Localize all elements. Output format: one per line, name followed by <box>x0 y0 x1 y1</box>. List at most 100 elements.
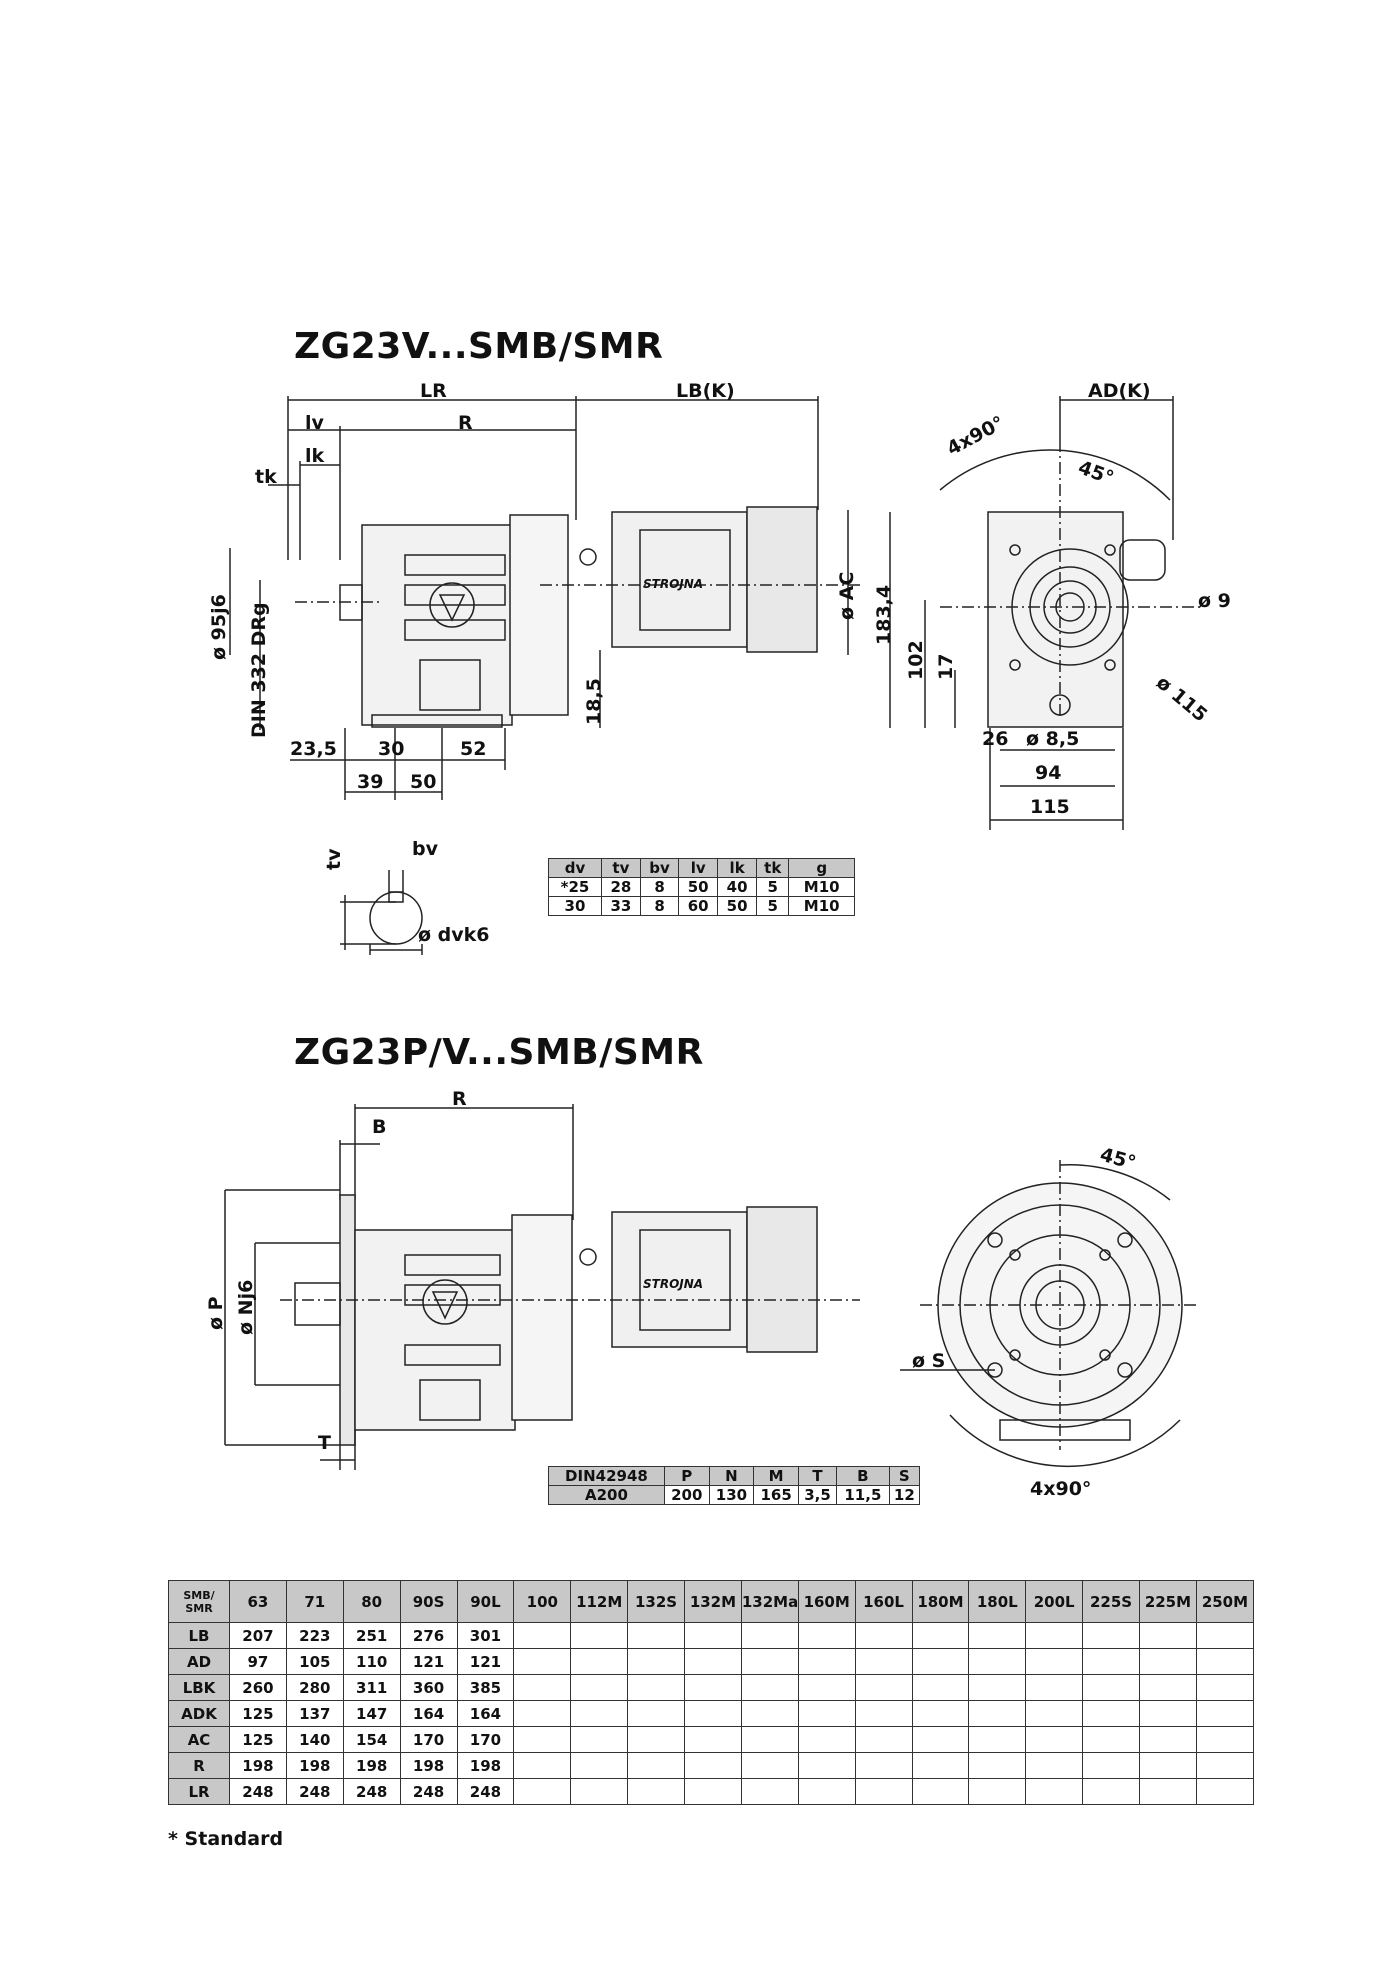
motor-cell: 121 <box>456 1648 515 1675</box>
motor-cell <box>1082 1778 1140 1805</box>
motor-cell <box>1025 1700 1084 1727</box>
motor-cell: 125 <box>229 1700 287 1727</box>
motor-cell <box>1195 1622 1255 1649</box>
dim-P: ø P <box>205 1296 227 1330</box>
cell: 130 <box>708 1485 755 1505</box>
motor-cell <box>911 1674 970 1701</box>
motor-size-header: 132S <box>627 1580 685 1623</box>
motor-row-label: AD <box>168 1648 230 1675</box>
motor-cell: 154 <box>342 1726 401 1753</box>
motor-cell <box>684 1622 742 1649</box>
motor-cell <box>627 1648 685 1675</box>
motor-size-header: 225S <box>1082 1580 1140 1623</box>
brand-label-2: STROJNA <box>643 1277 704 1291</box>
motor-cell <box>570 1752 629 1779</box>
motor-cell <box>513 1752 572 1779</box>
motor-cell <box>854 1674 913 1701</box>
motor-cell: 207 <box>229 1622 287 1649</box>
dim-4x90b: 4x90° <box>1030 1478 1092 1500</box>
cell: 50 <box>678 877 719 897</box>
motor-cell <box>968 1674 1027 1701</box>
motor-cell <box>797 1648 856 1675</box>
motor-cell <box>911 1726 970 1753</box>
cell: 5 <box>756 877 790 897</box>
motor-cell <box>797 1700 856 1727</box>
motor-cell <box>684 1700 742 1727</box>
motor-cell: 260 <box>229 1674 287 1701</box>
dim-S: ø S <box>912 1350 946 1372</box>
motor-cell <box>911 1648 970 1675</box>
motor-cell <box>1195 1674 1255 1701</box>
dim-30: 30 <box>378 738 405 760</box>
shaft-row: 30 33 8 60 50 5 M10 <box>548 896 855 916</box>
dim-d9: ø 9 <box>1198 590 1231 612</box>
motor-cell: 198 <box>399 1752 458 1779</box>
motor-cell <box>1025 1622 1084 1649</box>
motor-size-header: 90L <box>456 1580 515 1623</box>
motor-cell <box>1082 1648 1140 1675</box>
cell: 200 <box>663 1485 710 1505</box>
motor-cell <box>1082 1622 1140 1649</box>
motor-cell: 251 <box>342 1622 401 1649</box>
motor-cell <box>911 1778 970 1805</box>
dim-T: T <box>318 1432 331 1454</box>
motor-cell <box>854 1726 913 1753</box>
cell: 40 <box>717 877 758 897</box>
section2-title: ZG23P/V...SMB/SMR <box>294 1032 704 1073</box>
motor-row-label: R <box>168 1752 230 1779</box>
motor-cell: 248 <box>285 1778 344 1805</box>
cell: 5 <box>756 896 790 916</box>
motor-cell <box>570 1726 629 1753</box>
dim-B: B <box>372 1116 387 1138</box>
motor-size-header: 80 <box>342 1580 401 1623</box>
motor-cell: 280 <box>285 1674 344 1701</box>
motor-cell: 121 <box>399 1648 458 1675</box>
shaft-h-g: g <box>788 858 855 878</box>
motor-cell <box>627 1752 685 1779</box>
motor-cell: 170 <box>456 1726 515 1753</box>
motor-cell <box>797 1778 856 1805</box>
motor-cell <box>570 1778 629 1805</box>
motor-cell: 164 <box>456 1700 515 1727</box>
motor-cell: 170 <box>399 1726 458 1753</box>
motor-cell <box>513 1648 572 1675</box>
cell: M10 <box>788 896 855 916</box>
motor-cell: 198 <box>456 1752 515 1779</box>
motor-cell: 301 <box>456 1622 515 1649</box>
motor-cell <box>1139 1778 1197 1805</box>
motor-cell <box>968 1648 1027 1675</box>
motor-size-header: 180L <box>968 1580 1027 1623</box>
motor-row-label: LBK <box>168 1674 230 1701</box>
motor-cell <box>854 1700 913 1727</box>
flange-h-din: DIN42948 <box>548 1466 665 1486</box>
motor-cell: 147 <box>342 1700 401 1727</box>
motor-cell <box>1195 1778 1255 1805</box>
motor-cell <box>627 1778 685 1805</box>
motor-size-header: 160L <box>854 1580 913 1623</box>
motor-cell: 248 <box>456 1778 515 1805</box>
brand-label: STROJNA <box>643 577 704 591</box>
motor-cell <box>797 1622 856 1649</box>
motor-cell <box>1082 1752 1140 1779</box>
motor-cell <box>1195 1648 1255 1675</box>
cell: 30 <box>548 896 602 916</box>
motor-cell <box>570 1622 629 1649</box>
motor-cell <box>911 1622 970 1649</box>
motor-cell: 248 <box>399 1778 458 1805</box>
motor-cell <box>1139 1622 1197 1649</box>
dim-lv: lv <box>305 412 324 434</box>
motor-cell <box>513 1700 572 1727</box>
shaft-row: *25 28 8 50 40 5 M10 <box>548 877 855 897</box>
motor-cell <box>1025 1752 1084 1779</box>
motor-cell: 360 <box>399 1674 458 1701</box>
motor-size-header: 132Ma <box>740 1580 799 1623</box>
motor-cell <box>570 1674 629 1701</box>
shaft-h-tk: tk <box>756 858 790 878</box>
cell: 11,5 <box>836 1485 890 1505</box>
motor-cell: 198 <box>342 1752 401 1779</box>
motor-cell <box>513 1674 572 1701</box>
